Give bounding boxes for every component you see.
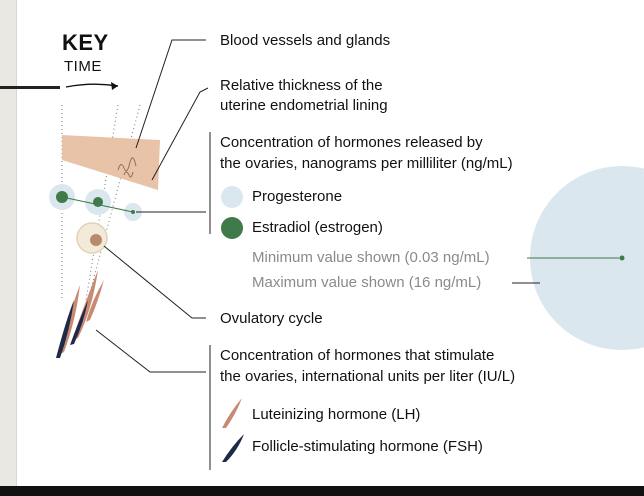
endometrial-lining-band xyxy=(62,135,160,190)
time-arrow xyxy=(66,84,118,87)
estradiol-min-dot xyxy=(620,256,625,261)
blood-vessels-leader xyxy=(136,40,206,148)
ovarian-hormones-label-line1: Concentration of hormones released by xyxy=(220,133,483,153)
time-arrow-head xyxy=(111,82,118,90)
max-value-label: Maximum value shown (16 ng/mL) xyxy=(252,273,481,293)
thickness-leader xyxy=(152,88,208,180)
fsh-swatch xyxy=(222,434,244,462)
key-title: KEY xyxy=(62,30,109,56)
pituitary-hormones-label-line1: Concentration of hormones that stimulate xyxy=(220,346,494,366)
pituitary-hormones-label-line2: the ovaries, international units per lit… xyxy=(220,367,515,387)
ovulatory-cycle-leader xyxy=(104,246,206,318)
estradiol-label: Estradiol (estrogen) xyxy=(252,218,383,238)
lh-label: Luteinizing hormone (LH) xyxy=(252,405,420,425)
estradiol-swatch xyxy=(221,217,243,239)
progesterone-label: Progesterone xyxy=(252,187,342,207)
time-label: TIME xyxy=(64,58,102,75)
fsh-label: Follicle-stimulating hormone (FSH) xyxy=(252,437,483,457)
min-value-label: Minimum value shown (0.03 ng/mL) xyxy=(252,248,490,268)
ovarian-hormones-label-line2: the ovaries, nanograms per milliliter (n… xyxy=(220,154,513,174)
pituitary-hormones-leader xyxy=(96,330,206,372)
thickness-label-line1: Relative thickness of the xyxy=(220,76,383,96)
oocyte-icon xyxy=(90,234,102,246)
blood-vessels-label: Blood vessels and glands xyxy=(220,31,390,51)
thickness-label-line2: uterine endometrial lining xyxy=(220,96,388,116)
ovulatory-cycle-label: Ovulatory cycle xyxy=(220,309,323,329)
lh-swatch xyxy=(222,398,242,428)
progesterone-swatch xyxy=(221,186,243,208)
